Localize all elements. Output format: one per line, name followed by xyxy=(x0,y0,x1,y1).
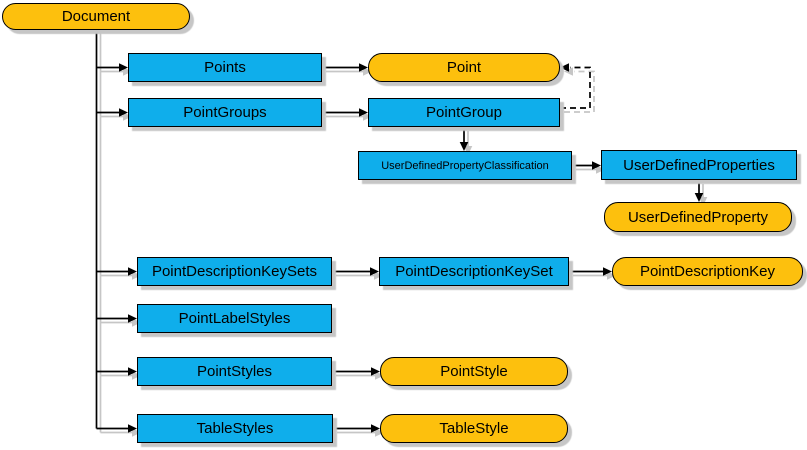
node-pointgroups[interactable]: PointGroups xyxy=(128,98,322,127)
node-pointgroup[interactable]: PointGroup xyxy=(368,98,560,127)
node-pointlabelstyles[interactable]: PointLabelStyles xyxy=(137,304,332,333)
node-pointstyles[interactable]: PointStyles xyxy=(137,357,332,386)
node-point[interactable]: Point xyxy=(368,53,560,82)
node-pointdescriptionkeysets[interactable]: PointDescriptionKeySets xyxy=(137,257,332,286)
node-pointdescriptionkey[interactable]: PointDescriptionKey xyxy=(612,257,803,286)
node-userdefinedproperties[interactable]: UserDefinedProperties xyxy=(601,150,797,180)
node-tablestyle[interactable]: TableStyle xyxy=(380,414,568,443)
node-userdefinedpropertyclassification[interactable]: UserDefinedPropertyClassification xyxy=(358,151,572,180)
node-pointdescriptionkeyset[interactable]: PointDescriptionKeySet xyxy=(379,257,569,286)
node-points[interactable]: Points xyxy=(128,53,322,82)
node-pointstyle[interactable]: PointStyle xyxy=(380,357,568,386)
node-document[interactable]: Document xyxy=(2,3,190,30)
node-tablestyles[interactable]: TableStyles xyxy=(137,414,333,443)
node-userdefinedproperty[interactable]: UserDefinedProperty xyxy=(604,202,792,232)
